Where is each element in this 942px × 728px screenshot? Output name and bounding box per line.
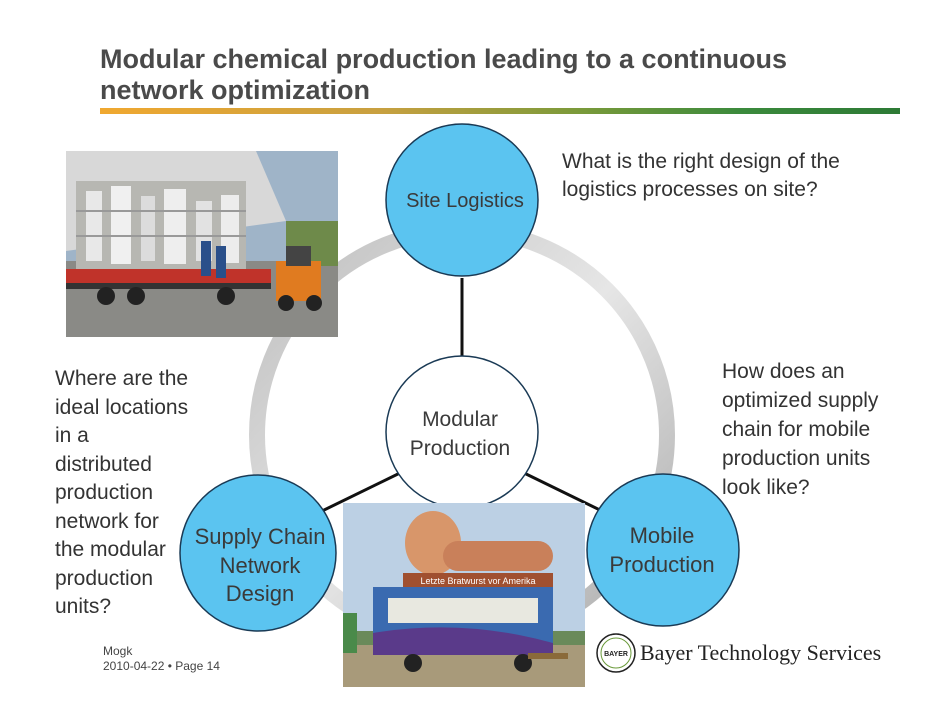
question-mobile-supply: How does an optimized supply chain for m… [722,357,912,502]
question-site-line-1: What is the right design of the [562,150,840,173]
circle-supply-chain [179,474,337,632]
connector-left [319,470,403,514]
connector-right [521,470,605,514]
label-supply-line-3: Design [225,581,295,606]
label-supply-chain: Supply Chain Network Design [180,523,340,609]
label-modular-line-2: Production [409,437,511,460]
question-loc-line-4: distributed [55,452,152,476]
question-loc-line-5: production [55,481,154,504]
label-mobile-line-2: Production [609,551,715,577]
question-loc-line-8: production [55,566,154,590]
question-mobile-line-1: How does an [722,360,845,383]
label-site-logistics: Site Logistics [406,190,524,212]
question-mobile-line-2: optimized supply [722,389,879,412]
title-line-1: Modular chemical production leading to a… [100,44,788,74]
question-mobile-line-4: production units [722,447,871,470]
label-modular-production: Modular Production [395,405,525,463]
bayer-cross-text: BAYER [604,651,628,658]
circle-site-logistics [385,123,539,277]
circle-mobile-production [586,473,740,627]
question-site-logistics: What is the right design of the logistic… [562,148,892,204]
question-loc-line-3: in a [55,424,89,447]
bayer-cross-icon [596,633,636,673]
label-modular-line-1: Modular [422,408,498,431]
footer-date-page: 2010-04-22 • Page 14 [103,659,220,673]
question-locations: Where are the ideal locations in a distr… [55,365,235,622]
title-line-2: network optimization [100,75,370,105]
question-loc-line-2: ideal locations [55,395,189,419]
question-loc-line-7: the modular [55,538,166,561]
label-mobile-production: Mobile Production [592,522,732,579]
question-loc-line-6: network for [55,509,159,533]
slide-title: Modular chemical production leading to a… [100,44,880,106]
question-loc-line-9: units? [55,595,112,618]
question-mobile-line-5: look like? [722,476,810,499]
question-mobile-line-3: chain for mobile [722,418,871,441]
bayer-logo: BAYER [596,633,636,673]
label-mobile-line-1: Mobile [629,523,695,548]
label-supply-line-2: Network [219,552,301,578]
bayer-logo-text: Bayer Technology Services [640,640,882,665]
sign-text: Letzte Bratwurst vor Amerika [420,576,535,586]
title-underline [100,108,900,114]
label-supply-line-1: Supply Chain [194,524,326,549]
question-loc-line-1: Where are the [55,367,189,390]
slide-footer: Mogk 2010-04-22 • Page 14 [103,644,220,674]
modular-plant-truck-photo [66,151,338,337]
footer-author: Mogk [103,644,133,658]
question-site-line-2: logistics processes on site? [562,178,818,201]
mobile-stand-photo: Letzte Bratwurst vor Amerika [343,503,585,687]
